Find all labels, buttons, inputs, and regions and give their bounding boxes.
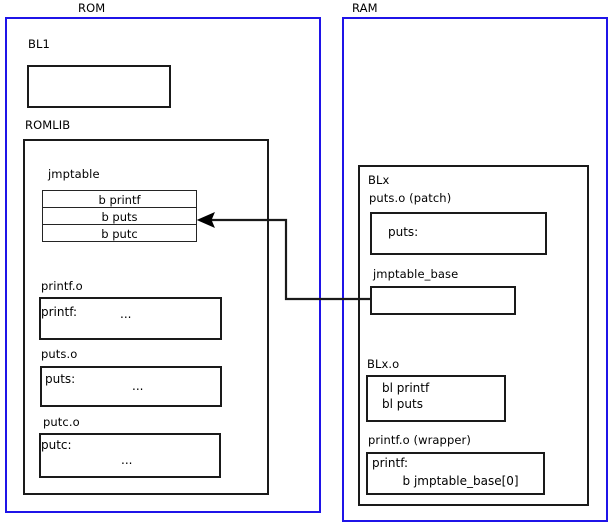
jmptable-entry-0-label: b printf bbox=[98, 193, 141, 207]
printf-wrapper-line-0: printf: bbox=[372, 456, 409, 470]
romlib-label: ROMLIB bbox=[25, 118, 71, 132]
jmptable-entry-0-box: b printf bbox=[42, 190, 197, 208]
puts-o-label: puts.o bbox=[41, 347, 78, 361]
printf-wrapper-label: printf.o (wrapper) bbox=[368, 433, 471, 447]
blx-o-box bbox=[366, 375, 506, 422]
jmptable-base-label: jmptable_base bbox=[373, 267, 459, 281]
jmptable-label: jmptable bbox=[48, 167, 100, 181]
putc-o-symbol: putc: bbox=[41, 438, 72, 452]
puts-o-box bbox=[40, 366, 222, 407]
printf-wrapper-line-1: b jmptable_base[0] bbox=[372, 474, 519, 488]
putc-o-box bbox=[39, 433, 221, 478]
jmptable-entry-1-box: b puts bbox=[42, 207, 197, 225]
printf-o-symbol: printf: bbox=[41, 305, 78, 319]
puts-o-symbol: puts: bbox=[45, 372, 76, 386]
printf-o-label: printf.o bbox=[41, 279, 83, 293]
blx-o-label: BLx.o bbox=[367, 357, 400, 371]
rom-region-label: ROM bbox=[78, 1, 106, 15]
puts-patch-box bbox=[370, 212, 547, 255]
jmptable-entry-2-box: b putc bbox=[42, 224, 197, 242]
puts-o-ellipsis: ... bbox=[132, 379, 144, 393]
printf-o-box bbox=[39, 297, 222, 340]
bl1-box bbox=[27, 65, 171, 108]
blx-label: BLx bbox=[368, 173, 390, 187]
putc-o-ellipsis: ... bbox=[121, 453, 133, 467]
bl1-label: BL1 bbox=[28, 37, 50, 51]
jmptable-base-box bbox=[370, 286, 516, 315]
blx-o-line-1: bl puts bbox=[382, 397, 423, 411]
puts-patch-symbol: puts: bbox=[388, 225, 419, 239]
jmptable-entry-2-label: b putc bbox=[101, 227, 138, 241]
printf-o-ellipsis: ... bbox=[120, 307, 132, 321]
putc-o-label: putc.o bbox=[43, 415, 80, 429]
printf-wrapper-box bbox=[366, 452, 545, 495]
ram-region-label: RAM bbox=[352, 1, 378, 15]
jmptable-entry-1-label: b puts bbox=[101, 210, 138, 224]
puts-patch-label: puts.o (patch) bbox=[369, 191, 452, 205]
blx-o-line-0: bl printf bbox=[382, 381, 430, 395]
